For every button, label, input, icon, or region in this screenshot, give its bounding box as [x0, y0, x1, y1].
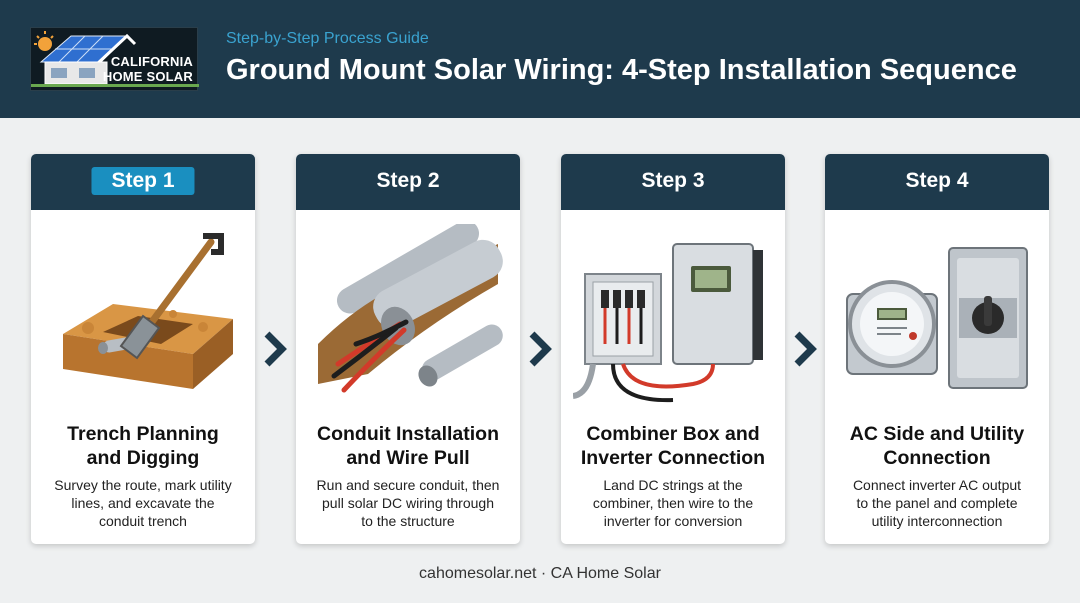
step-title: Trench Planning and Digging — [37, 422, 249, 470]
chevron-right-icon — [264, 331, 287, 367]
step-title-line1: Combiner Box and — [586, 423, 760, 445]
step-desc-line3: utility interconnection — [871, 513, 1003, 529]
logo-text-line2: HOME SOLAR — [102, 69, 193, 84]
chevron-right-icon — [529, 331, 552, 367]
step-title-line2: and Digging — [86, 447, 200, 469]
meter-disconnect-icon — [846, 247, 1028, 389]
step-title-line1: Conduit Installation — [317, 423, 499, 445]
step-desc-line1: Connect inverter AC output — [852, 477, 1022, 493]
logo-text-line1: CALIFORNIA — [110, 54, 193, 69]
step-card-header: Step 3 — [561, 154, 785, 210]
page-title: Ground Mount Solar Wiring: 4-Step Instal… — [226, 54, 1017, 86]
step-label[interactable]: Step 4 — [905, 169, 969, 192]
step-desc-line1: Survey the route, mark utility — [54, 477, 232, 493]
footer-credit[interactable]: cahomesolar.net · CA Home Solar — [419, 565, 661, 582]
step-label[interactable]: Step 1 — [91, 167, 195, 195]
step-card-header: Step 2 — [296, 154, 520, 210]
company-logo[interactable]: CALIFORNIA HOME SOLAR — [30, 27, 199, 91]
step-title-line1: Trench Planning — [67, 423, 219, 445]
step-desc-line1: Run and secure conduit, then — [316, 477, 500, 493]
step-card-3[interactable]: Step 3 Combiner Box and Inverter Connect… — [561, 154, 785, 544]
step-desc-line3: conduit trench — [99, 513, 187, 529]
step-card-header: Step 4 — [825, 154, 1049, 210]
page-subtitle: Step-by-Step Process Guide — [226, 30, 429, 47]
step-desc-line1: Land DC strings at the — [603, 477, 743, 493]
conduit-wires-icon — [318, 224, 503, 393]
step-desc-line2: lines, and excavate the — [71, 495, 215, 511]
header-banner: CALIFORNIA HOME SOLAR Step-by-Step Proce… — [0, 0, 1080, 118]
step-desc-line2: combiner, then wire to the — [592, 495, 754, 511]
step-title: AC Side and Utility Connection — [831, 422, 1043, 470]
step-title-line2: Connection — [883, 447, 991, 469]
step-description: Survey the route, mark utility lines, an… — [39, 476, 247, 530]
step-title-line2: and Wire Pull — [346, 447, 470, 469]
step-title: Conduit Installation and Wire Pull — [302, 422, 514, 470]
step-description: Land DC strings at the combiner, then wi… — [569, 476, 777, 530]
combiner-inverter-icon — [573, 243, 763, 403]
step-card-1[interactable]: Step 1 Trench Planning and Digging Surve… — [31, 154, 255, 544]
step-label[interactable]: Step 2 — [376, 169, 440, 192]
step-desc-line3: inverter for conversion — [603, 513, 743, 529]
step-label[interactable]: Step 3 — [641, 169, 705, 192]
step-title: Combiner Box and Inverter Connection — [567, 422, 779, 470]
step-desc-line3: to the structure — [361, 513, 455, 529]
step-card-4[interactable]: Step 4 AC Side and Utility Connection Co… — [825, 154, 1049, 544]
step-description: Run and secure conduit, then pull solar … — [304, 476, 512, 530]
step-description: Connect inverter AC output to the panel … — [833, 476, 1041, 530]
step-desc-line2: to the panel and complete — [856, 495, 1018, 511]
step-title-line2: Inverter Connection — [580, 447, 766, 469]
step-desc-line2: pull solar DC wiring through — [322, 495, 494, 511]
chevron-right-icon — [794, 331, 817, 367]
step-card-header: Step 1 — [31, 154, 255, 210]
step-title-line1: AC Side and Utility — [849, 423, 1025, 445]
step-card-2[interactable]: Step 2 Conduit Installation and Wire Pul… — [296, 154, 520, 544]
shovel-trench-icon — [63, 233, 233, 389]
house-solar-logo-icon — [31, 31, 199, 87]
